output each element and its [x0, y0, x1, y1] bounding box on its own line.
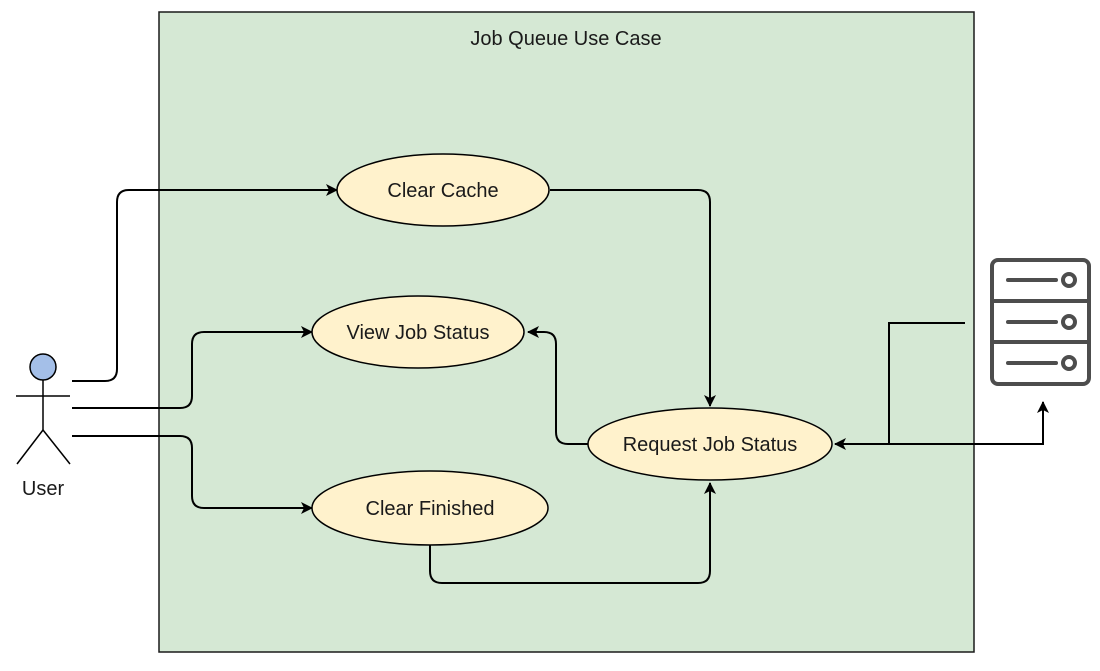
edge-clear-finished-to-request-job-status: [429, 482, 716, 584]
use-case-view-job-status: View Job Status: [311, 295, 525, 369]
system-boundary-title: Job Queue Use Case: [470, 28, 661, 50]
use-case-request-job-status-shape: [587, 407, 833, 481]
actor-left-leg: [16, 429, 44, 465]
use-case-view-job-status-label: View Job Status: [346, 322, 489, 344]
edge-user-to-clear-finished: [72, 435, 313, 514]
edge-request-job-status-to-view-job-status: [527, 326, 588, 445]
edge-request-job-status-to-server: [835, 401, 1049, 445]
use-case-clear-cache-shape: [336, 153, 550, 227]
edge-user-to-clear-cache: [72, 184, 338, 382]
actor-right-leg: [42, 429, 71, 465]
use-case-view-job-status-shape: [311, 295, 525, 369]
edge-clear-cache-to-request-job-status: [550, 189, 716, 407]
connectors: [72, 184, 1049, 584]
edge-user-to-view-job-status: [72, 326, 313, 409]
use-case-clear-finished: Clear Finished: [311, 470, 549, 546]
use-case-clear-finished-label: Clear Finished: [366, 498, 495, 520]
use-case-request-job-status-label: Request Job Status: [623, 434, 798, 456]
actor-head-icon: [29, 353, 57, 381]
use-case-clear-finished-shape: [311, 470, 549, 546]
actor-user: [16, 353, 71, 465]
use-case-clear-cache: Clear Cache: [336, 153, 550, 227]
use-case-request-job-status: Request Job Status: [587, 407, 833, 481]
server-icon: [990, 258, 1091, 386]
actor-label: User: [22, 478, 65, 500]
use-case-clear-cache-label: Clear Cache: [387, 180, 498, 202]
